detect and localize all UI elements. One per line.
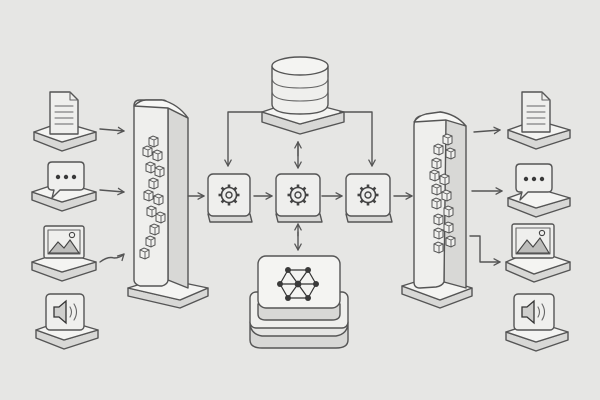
knowledge-graph-node (249, 255, 349, 349)
input-audio-node (35, 293, 99, 350)
output-image-node (505, 223, 571, 283)
image-icon (43, 225, 85, 259)
document-icon (49, 91, 79, 135)
network-graph-icon (277, 267, 319, 301)
processor-3 (345, 173, 393, 223)
processor-2 (275, 173, 323, 223)
image-icon (511, 223, 555, 259)
arrow-image-to-left-tower (99, 253, 125, 263)
processor-1 (207, 173, 253, 223)
arrow-storage-to-processor-1 (228, 111, 263, 167)
storage-node (261, 56, 345, 135)
chat-bubble-icon (515, 163, 553, 201)
output-chat-node (507, 163, 571, 218)
output-audio-node (505, 293, 569, 352)
arrow-right-tower-to-image (469, 235, 501, 262)
database-icon (271, 56, 329, 115)
input-chat-node (31, 161, 97, 212)
output-document-node (507, 91, 571, 150)
arrow-document-to-left-tower (99, 129, 125, 131)
left-encoder-tower (127, 99, 209, 309)
speaker-icon (513, 293, 555, 331)
right-decoder-tower (401, 111, 473, 309)
input-document-node (33, 91, 97, 152)
arrow-storage-to-processor-3 (339, 111, 372, 167)
arrow-right-tower-to-document (473, 130, 501, 132)
document-icon (521, 91, 551, 133)
arrow-chat-to-left-tower (99, 190, 125, 192)
chat-bubble-icon (47, 161, 85, 199)
input-image-node (31, 225, 97, 282)
speaker-icon (45, 293, 85, 331)
